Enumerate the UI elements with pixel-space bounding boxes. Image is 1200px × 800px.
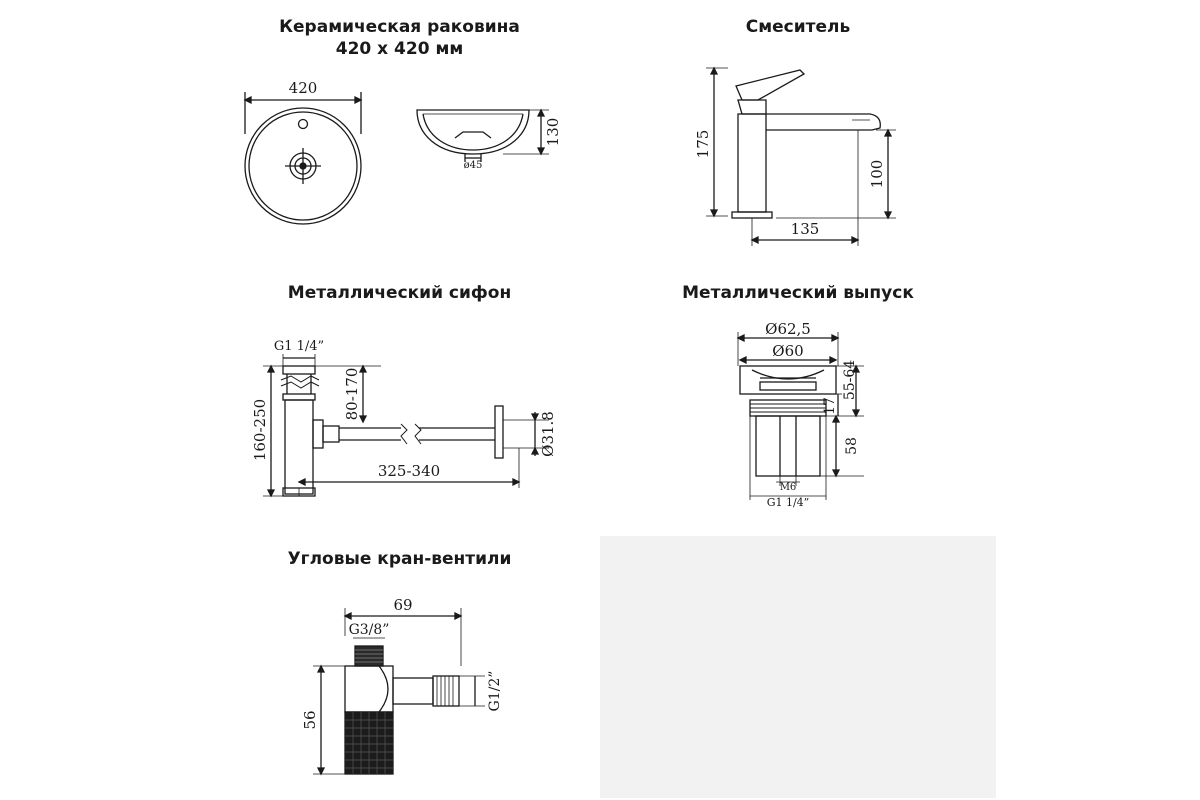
siphon-title: Металлический сифон xyxy=(287,283,512,303)
outlet-bolt-label: M6 xyxy=(780,482,797,493)
valve-height-label: 56 xyxy=(301,710,319,729)
outlet-range-label: 55-64 xyxy=(842,360,858,400)
mixer-title: Смеситель xyxy=(745,17,851,37)
panel-outlet: Металлический выпуск Ø62,5 Ø60 xyxy=(600,270,996,530)
panel-siphon: Металлический сифон G1 1/4” 160-250 xyxy=(203,270,596,530)
valve-side-thread-label: G1/2” xyxy=(487,671,503,712)
panel-sink: Керамическая раковина 420 x 420 мм 420 ø… xyxy=(203,4,596,264)
valve-drawing: 69 G3/8” 56 G1/2” xyxy=(301,596,503,776)
valve-width-label: 69 xyxy=(393,596,412,614)
sink-drain-label: ø45 xyxy=(464,160,483,171)
outlet-flange-label: 17 xyxy=(822,397,838,415)
outlet-title: Металлический выпуск xyxy=(682,283,914,303)
mixer-spout-height-label: 100 xyxy=(868,160,886,189)
outlet-thread-label: G1 1/4” xyxy=(767,496,810,509)
siphon-length-label: 325-340 xyxy=(378,462,440,480)
outlet-inner-label: Ø60 xyxy=(772,342,803,360)
panel-valve: Угловые кран-вентили 69 G3/8” 56 xyxy=(203,536,596,798)
valve-title: Угловые кран-вентили xyxy=(287,549,512,569)
panel-empty xyxy=(600,536,996,798)
mixer-height-label: 175 xyxy=(694,130,712,159)
outlet-body-label: 58 xyxy=(844,437,860,455)
sink-title-line1: Керамическая раковина xyxy=(279,17,520,37)
outlet-drawing: Ø62,5 Ø60 17 55-64 xyxy=(736,320,864,509)
siphon-thread-label: G1 1/4” xyxy=(274,339,324,354)
mixer-reach-label: 135 xyxy=(791,220,820,238)
valve-top-thread-label: G3/8” xyxy=(349,622,390,638)
sink-title: Керамическая раковина 420 x 420 мм xyxy=(203,16,596,60)
outlet-outer-label: Ø62,5 xyxy=(765,320,811,338)
sink-drawing: 420 ø45 130 xyxy=(243,79,562,225)
mixer-drawing: 175 100 135 xyxy=(694,66,896,246)
sink-title-line2: 420 x 420 мм xyxy=(335,39,464,59)
siphon-height-label: 160-250 xyxy=(251,399,269,461)
siphon-pipe-label: Ø31.8 xyxy=(539,411,557,457)
sink-width-label: 420 xyxy=(289,79,318,97)
sink-height-label: 130 xyxy=(544,118,562,147)
siphon-inlet-label: 80-170 xyxy=(343,368,361,421)
panel-mixer: Смеситель 175 100 135 xyxy=(600,4,996,264)
siphon-drawing: G1 1/4” 160-250 80-170 xyxy=(251,339,557,498)
